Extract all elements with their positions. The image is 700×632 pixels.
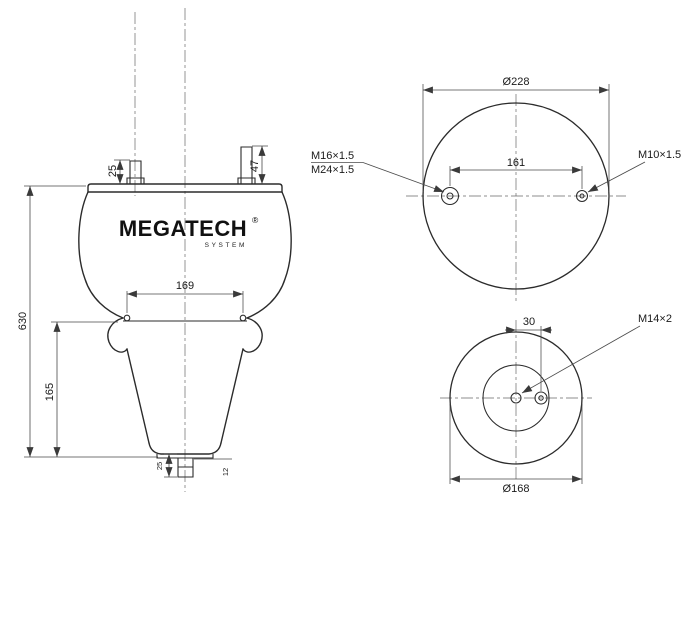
right-stud [237,146,256,184]
registered-mark: ® [252,215,259,225]
piston-cup [148,442,222,455]
dim-hole-offset-label: 30 [523,316,535,328]
combo-stud-thread-2: M24×1.5 [311,164,354,176]
combo-stud-thread-1: M16×1.5 [311,150,354,162]
dim-diameter-168-label: Ø168 [503,483,530,495]
piston-inner-circle [482,364,550,432]
small-stud-inner [579,193,585,199]
bead-right [239,314,247,322]
piston-skirt [126,348,244,444]
rolling-lobe-right [242,317,263,353]
bottom-view: 30 M14×2 Ø168 [440,313,672,495]
brand-subtitle: SYSTEM [205,242,247,249]
bottom-plate [156,454,214,459]
bellows-upper-right [246,191,292,319]
combo-stud-outer [440,186,460,206]
side-view: MEGATECH ® SYSTEM 630 165 169 25 47 25 1… [17,8,292,492]
top-view-extension-lines [422,84,610,192]
top-plate-circle [422,102,610,290]
dim-piston-width-label: 169 [176,280,194,292]
brand-name: MEGATECH [119,216,247,241]
dim-overall-height-label: 630 [17,312,29,330]
center-stud-thread: M14×2 [638,313,672,325]
bellows-upper-left [78,191,124,319]
rolling-lobe-left [107,317,128,353]
combo-callout-leader [362,162,445,193]
dim-right-stud-label: 47 [249,160,261,172]
small-callout-leader [587,161,646,193]
dim-left-stud-label: 25 [107,165,119,177]
piston-outer-circle [449,331,583,465]
center-stud-hole [510,392,522,404]
small-stud-thread: M10×1.5 [638,149,681,161]
dim-lower-height-label: 165 [44,383,56,401]
dim-bottom-stud-width-label: 12 [221,468,230,476]
offset-hole-outer [534,391,548,405]
combo-stud-inner [446,192,454,200]
center-stud-leader [521,325,641,394]
top-plate [87,183,283,193]
left-stud [126,160,145,184]
offset-hole-inner [538,395,544,401]
dim-diameter-228-label: Ø228 [503,76,530,88]
dim-bottom-stud-length-label: 25 [155,462,164,470]
bottom-view-extension-lines [449,326,583,484]
bead-left [123,314,131,322]
top-view: Ø228 161 M16×1.5 M24×1.5 M10×1.5 [311,76,681,302]
bottom-stud [177,458,194,478]
dim-stud-spacing-label: 161 [507,157,525,169]
small-stud-outer [575,189,589,203]
